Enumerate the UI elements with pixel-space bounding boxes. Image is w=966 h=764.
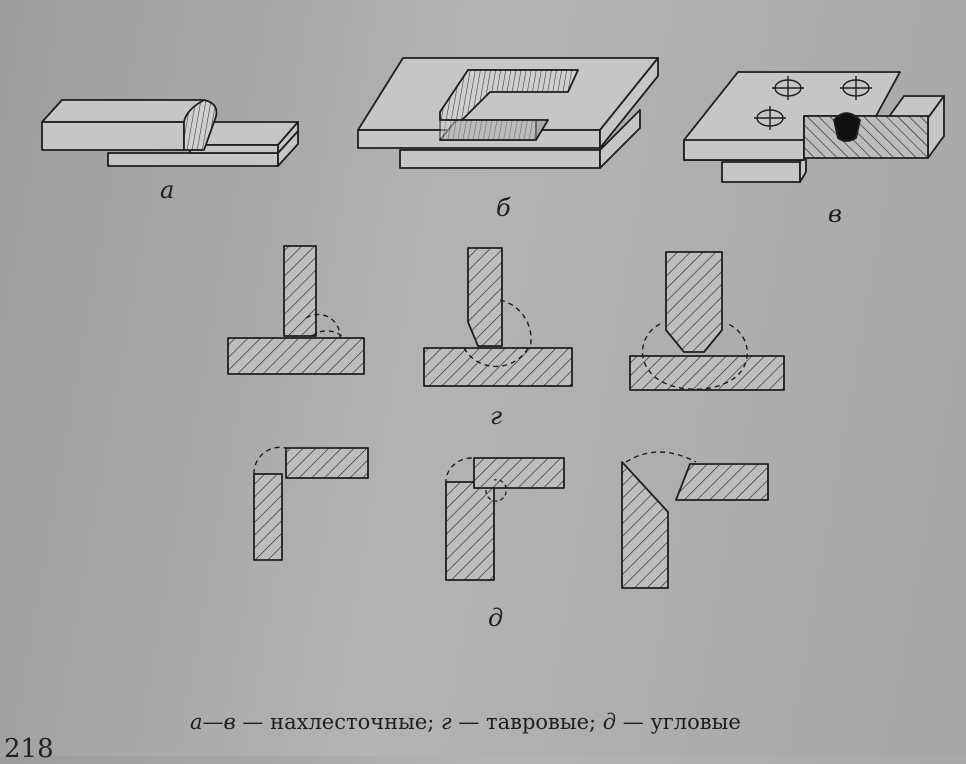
caption-tee-text: — тавровые; bbox=[451, 710, 603, 734]
label-a: а bbox=[160, 176, 175, 204]
joint-b-slot bbox=[357, 57, 659, 169]
label-d: д bbox=[488, 604, 504, 632]
joint-a-lap bbox=[41, 99, 299, 167]
plug-hole-marks bbox=[754, 76, 872, 130]
corner-joint-2 bbox=[445, 457, 565, 581]
corner-joint-1 bbox=[253, 446, 369, 561]
joint-v-plug bbox=[683, 71, 945, 183]
caption-lap-text: — нахлесточные; bbox=[235, 710, 442, 734]
page-number: 218 bbox=[4, 734, 54, 764]
label-b: б bbox=[496, 194, 511, 222]
tee-joint-1 bbox=[227, 245, 365, 375]
tee-joint-2 bbox=[423, 247, 573, 387]
caption-letter-g: г bbox=[441, 710, 452, 734]
corner-joint-3 bbox=[621, 451, 769, 589]
label-g: г bbox=[490, 402, 503, 430]
caption-corner-text: — угловые bbox=[616, 710, 741, 734]
caption-letter-d: д bbox=[602, 710, 617, 734]
label-v: в bbox=[828, 200, 842, 228]
caption-letters-a-v: а—в bbox=[190, 710, 236, 734]
tee-joint-3 bbox=[629, 251, 785, 391]
figure-caption: а—в — нахлесточные; г — тавровые; д — уг… bbox=[190, 710, 741, 734]
